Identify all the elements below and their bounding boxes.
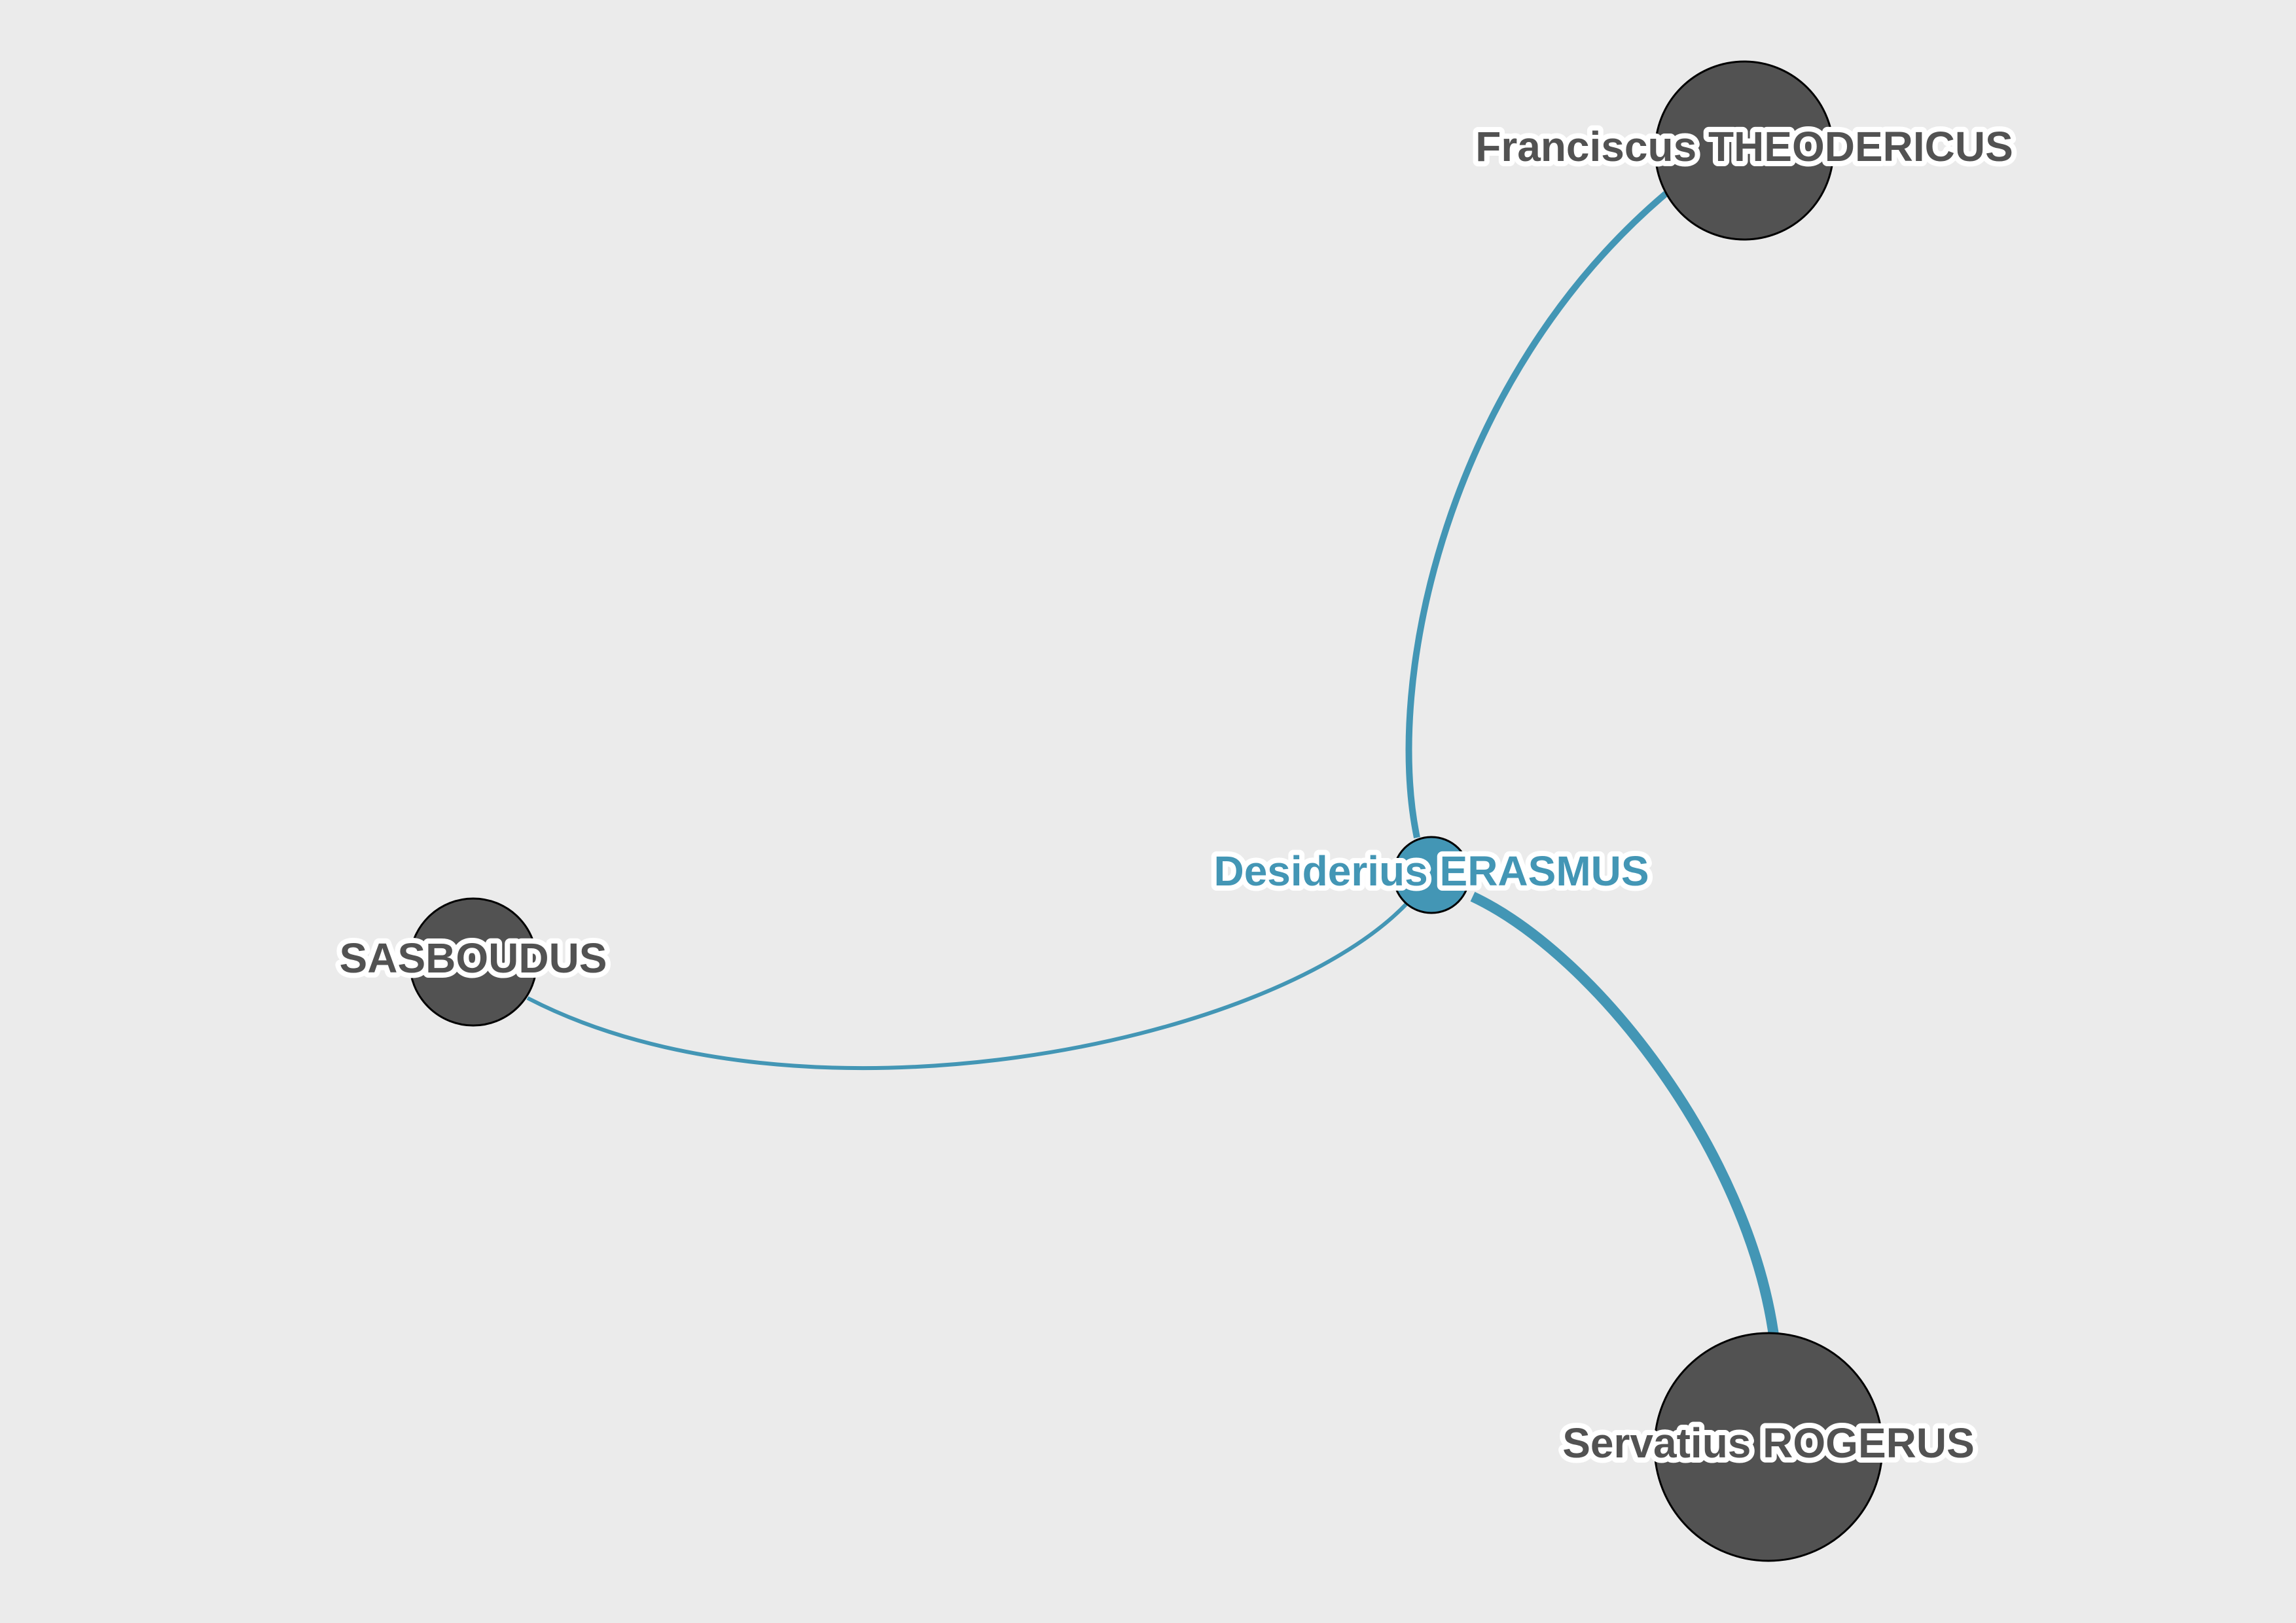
edge-erasmus-rogerus	[1470, 891, 1779, 1336]
edge-erasmus-theodericus	[1405, 191, 1668, 839]
node-label-theodericus: Franciscus THEODERICUS	[1475, 123, 2013, 170]
node-label-erasmus: Desiderius ERASMUS	[1213, 847, 1649, 895]
node-erasmus[interactable]	[1392, 836, 1471, 914]
labels-layer: Franciscus THEODERICUS SASBOUDUS Servati…	[334, 118, 2018, 1472]
edges-layer	[526, 191, 1779, 1336]
node-label-rogerus: Servatius ROGERUS	[1562, 1419, 1975, 1467]
node-theodericus[interactable]	[1654, 60, 1835, 241]
node-sasboudus[interactable]	[408, 897, 538, 1027]
edge-erasmus-sasboudus	[526, 901, 1409, 1071]
node-rogerus[interactable]	[1653, 1332, 1884, 1562]
nodes-layer	[408, 60, 1884, 1562]
node-label-sasboudus: SASBOUDUS	[340, 935, 607, 982]
